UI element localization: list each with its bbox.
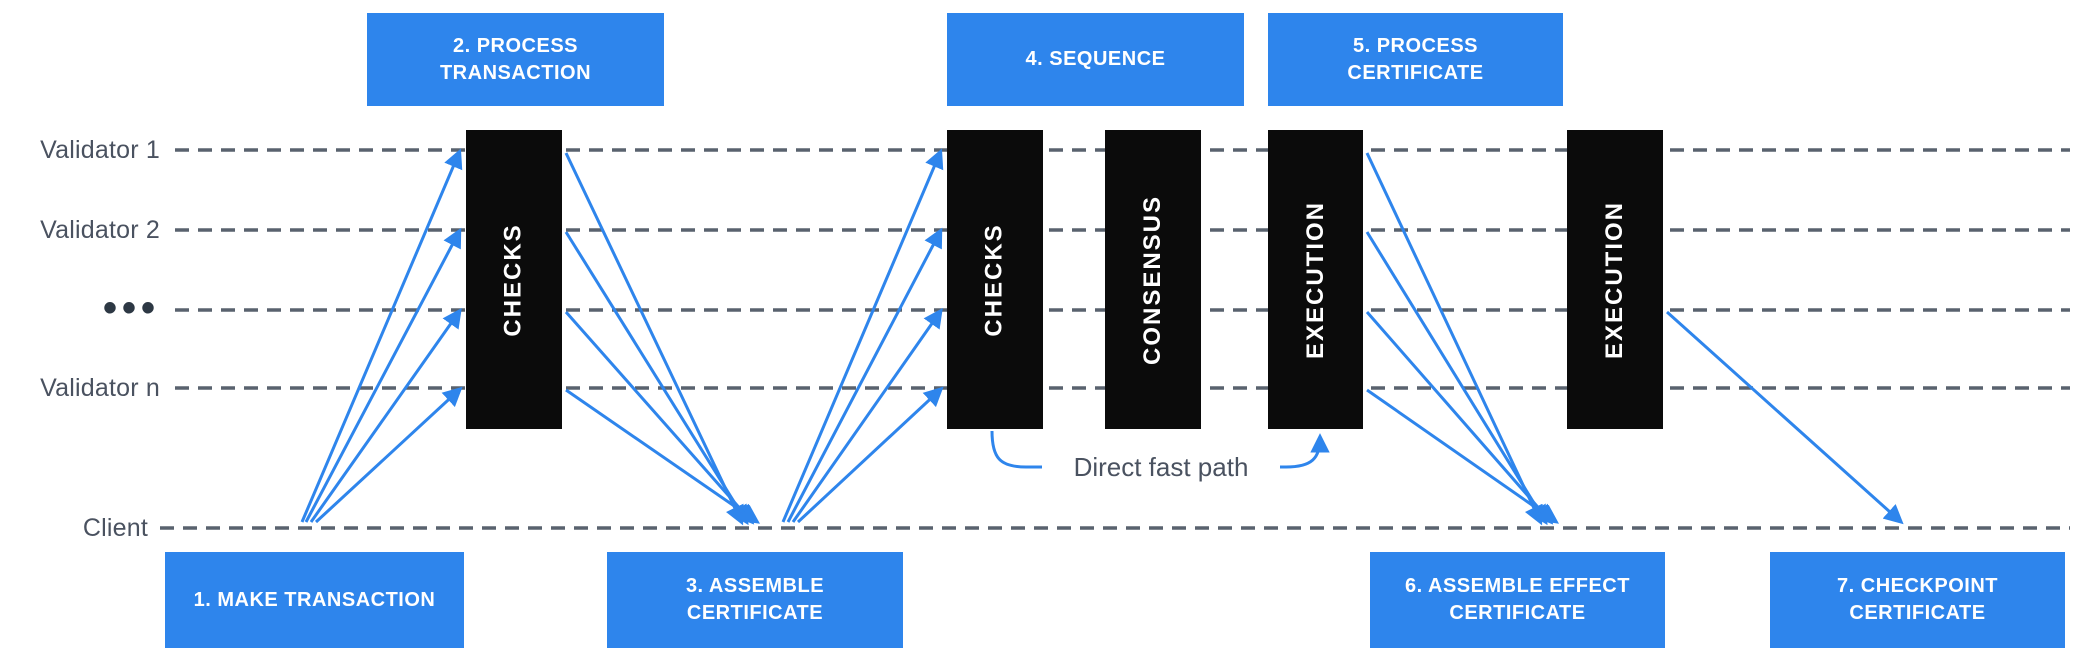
phase-checkpoint-certificate-label: 7. CHECKPOINT CERTIFICATE [1837,575,1998,624]
phase-checkpoint-certificate: 7. CHECKPOINT CERTIFICATE [1770,552,2065,648]
phase-process-certificate: 5. PROCESS CERTIFICATE [1268,13,1563,106]
phase-process-transaction-label: 2. PROCESS TRANSACTION [439,34,592,84]
make-transaction-arrows [300,148,463,524]
phase-assemble-certificate: 3. ASSEMBLE CERTIFICATE [607,552,903,648]
lane-label-validator-2: Validator 2 [40,216,160,244]
stage-execution-1-label: EXECUTION [1301,200,1329,359]
stage-checks-2: CHECKS [947,130,1043,429]
phase-assemble-effect-certificate-label: 6. ASSEMBLE EFFECT CERTIFICATE [1405,575,1630,624]
stage-consensus-label: CONSENSUS [1139,194,1166,365]
send-certificate-arrows [781,148,944,524]
lane-label-validator-n: Validator n [40,374,160,402]
stage-checks-1: CHECKS [466,130,562,429]
stage-execution-1: EXECUTION [1268,130,1363,429]
assemble-certificate-arrows [564,152,761,526]
assemble-effect-certificate-arrows [1365,152,1559,526]
phase-sequence-label: 4. SEQUENCE [1025,48,1166,70]
phase-assemble-certificate-label: 3. ASSEMBLE CERTIFICATE [685,575,825,624]
stage-execution-2-label: EXECUTION [1601,200,1629,359]
lane-label-validators-more: ••• [102,286,160,330]
stage-checks-1-label: CHECKS [500,222,527,337]
phase-sequence: 4. SEQUENCE [947,13,1244,106]
direct-fast-path-arrow [990,430,1330,469]
phase-process-transaction: 2. PROCESS TRANSACTION [367,13,664,106]
checkpoint-certificate-arrow [1665,310,1904,525]
phase-make-transaction-label: 1. MAKE TRANSACTION [193,588,436,611]
phase-process-certificate-label: 5. PROCESS CERTIFICATE [1347,34,1484,84]
stage-checks-2-label: CHECKS [981,222,1008,337]
phase-make-transaction: 1. MAKE TRANSACTION [165,552,464,648]
lane-label-client: Client [82,514,148,542]
direct-fast-path-label: Direct fast path [1042,449,1280,485]
stage-consensus: CONSENSUS [1105,130,1201,429]
lane-label-validator-1: Validator 1 [40,136,160,164]
stage-execution-2: EXECUTION [1567,130,1663,429]
phase-assemble-effect-certificate: 6. ASSEMBLE EFFECT CERTIFICATE [1370,552,1665,648]
